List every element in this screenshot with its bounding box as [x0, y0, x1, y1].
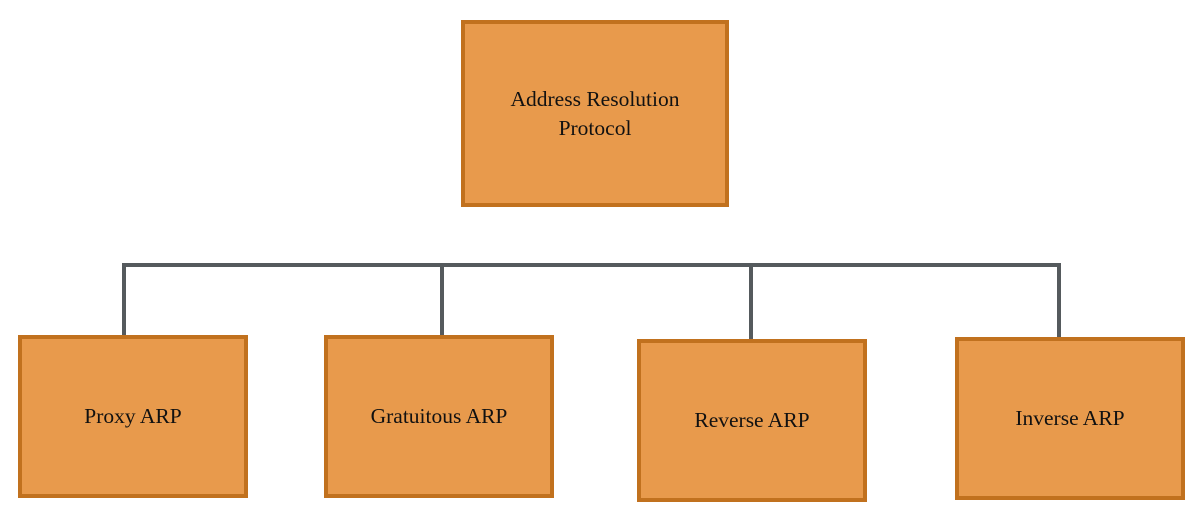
node-label-root: Address Resolution Protocol — [510, 87, 680, 140]
node-label-proxy-arp: Proxy ARP — [84, 404, 182, 429]
node-inverse-arp[interactable]: Inverse ARP — [955, 337, 1185, 500]
node-gratuitous-arp[interactable]: Gratuitous ARP — [324, 335, 554, 498]
node-label-inverse-arp: Inverse ARP — [1015, 406, 1125, 431]
connector-horizontal-bus — [122, 263, 1061, 267]
connector-drop-proxy-arp — [122, 263, 126, 337]
connector-drop-inverse-arp — [1057, 263, 1061, 339]
node-reverse-arp[interactable]: Reverse ARP — [637, 339, 867, 502]
node-proxy-arp[interactable]: Proxy ARP — [18, 335, 248, 498]
connector-drop-gratuitous-arp — [440, 263, 444, 337]
node-label-reverse-arp: Reverse ARP — [694, 408, 810, 433]
connector-drop-reverse-arp — [749, 263, 753, 341]
node-label-gratuitous-arp: Gratuitous ARP — [370, 404, 508, 429]
node-address-resolution-protocol[interactable]: Address Resolution Protocol — [461, 20, 729, 207]
